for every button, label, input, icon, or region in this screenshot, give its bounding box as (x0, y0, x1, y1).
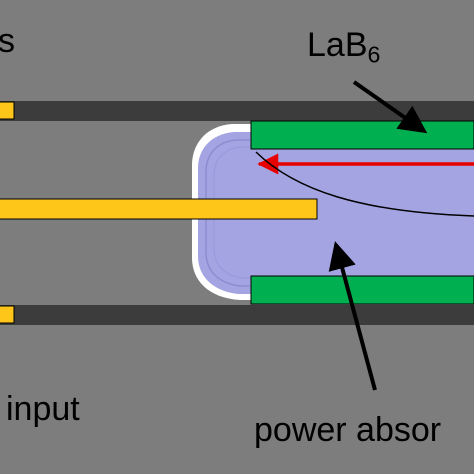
power-pointer-arrow (328, 241, 377, 391)
bottom-rail (0, 305, 474, 325)
top-rail (0, 101, 474, 121)
label-power-absorption: power absor (254, 411, 442, 449)
lab6-bottom-electrode (250, 275, 474, 305)
label-material-main: LaB (307, 26, 368, 64)
label-top-left-fragment: s (0, 22, 15, 60)
label-material: LaB6 (307, 28, 380, 67)
lab6-pointer-arrow (352, 80, 428, 134)
label-material-subscript: 6 (367, 41, 381, 68)
trajectory-curve (255, 151, 474, 217)
antenna-bar (0, 198, 318, 220)
lab6-top-electrode (250, 120, 474, 150)
top-rail-stub (0, 101, 15, 120)
label-input: input (6, 390, 80, 428)
bottom-rail-stub (0, 305, 15, 324)
